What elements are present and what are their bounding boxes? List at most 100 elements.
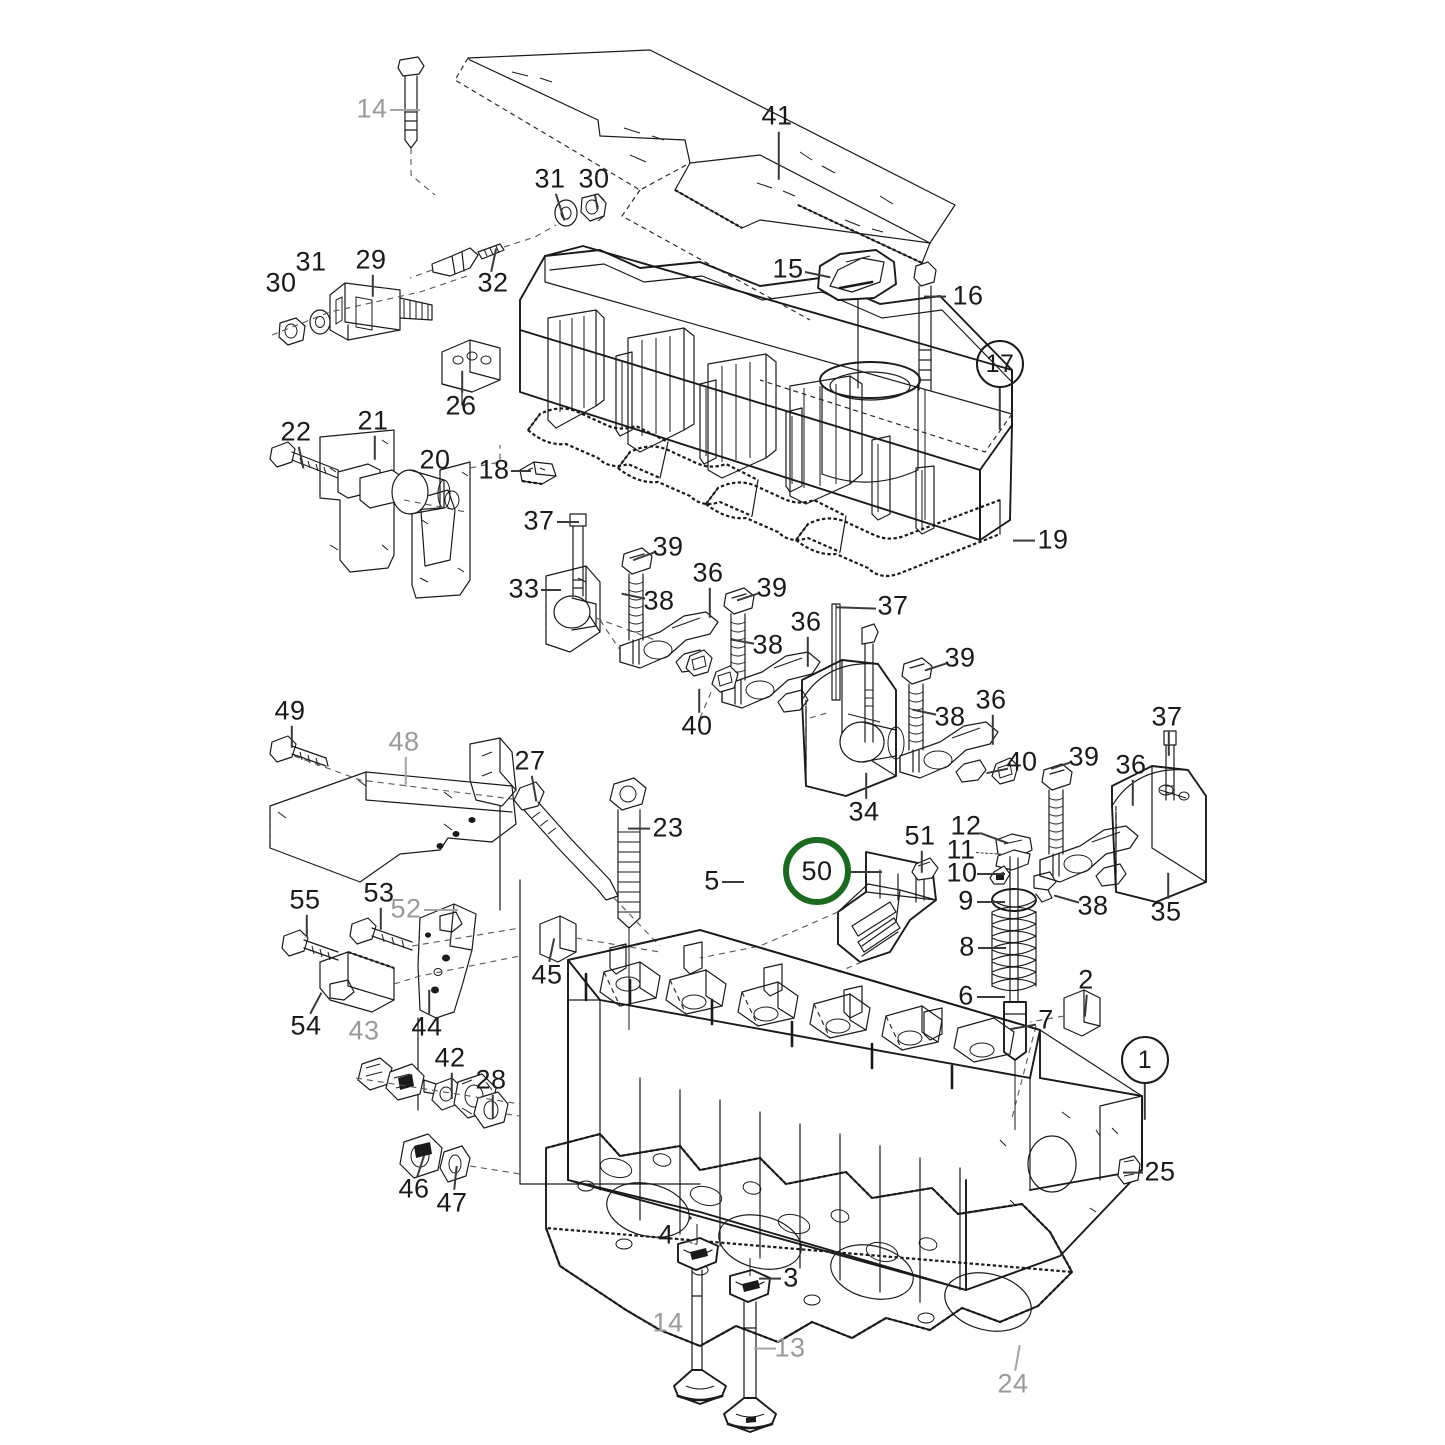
callout-36[interactable]: 36: [975, 684, 1007, 715]
callout-15[interactable]: 15: [772, 253, 804, 284]
callout-36[interactable]: 36: [790, 606, 822, 637]
callout-41[interactable]: 41: [761, 100, 793, 131]
callout-31[interactable]: 31: [534, 163, 566, 194]
callout-4[interactable]: 4: [658, 1219, 674, 1250]
callout-44[interactable]: 44: [411, 1011, 443, 1042]
callout-53[interactable]: 53: [363, 877, 395, 908]
part-16-bolt: [913, 261, 937, 520]
callout-25[interactable]: 25: [1144, 1156, 1176, 1187]
callout-47[interactable]: 47: [436, 1187, 468, 1218]
valve-spring-coils: [991, 906, 1037, 992]
callout-20[interactable]: 20: [419, 444, 451, 475]
part-27-gas-strut: [513, 781, 661, 947]
callout-50-highlighted[interactable]: 50: [783, 837, 851, 905]
part-26-bracket: [441, 339, 501, 406]
callout-38[interactable]: 38: [752, 629, 784, 660]
callout-31[interactable]: 31: [295, 246, 327, 277]
callout-37[interactable]: 37: [1151, 701, 1183, 732]
part-53-55-54-44-brackets: [281, 879, 701, 1185]
part-18-cap: [519, 461, 557, 486]
callout-49[interactable]: 49: [274, 695, 306, 726]
callout-37[interactable]: 37: [523, 505, 555, 536]
callout-2[interactable]: 2: [1078, 964, 1094, 995]
callout-26[interactable]: 26: [445, 390, 477, 421]
callout-45[interactable]: 45: [531, 959, 563, 990]
callout-8[interactable]: 8: [959, 931, 975, 962]
part-25-plug: [1117, 1155, 1141, 1185]
part-34-rocker-shaft-support: [801, 603, 905, 797]
callout-9[interactable]: 9: [958, 885, 974, 916]
callout-28[interactable]: 28: [475, 1064, 507, 1095]
callout-17[interactable]: 17: [976, 340, 1024, 388]
part-49-48-shield: [269, 735, 521, 911]
part-29-connector: [271, 274, 471, 346]
callout-46[interactable]: 46: [398, 1173, 430, 1204]
callout-42[interactable]: 42: [434, 1042, 466, 1073]
part-50-bracket-highlighted: [699, 851, 937, 973]
part-51-pin: [911, 857, 939, 901]
callout-55[interactable]: 55: [289, 884, 321, 915]
part-39-38-36-rocker-set-2: [685, 587, 821, 719]
callout-22[interactable]: 22: [280, 416, 312, 447]
callout-27[interactable]: 27: [514, 745, 546, 776]
callout-36[interactable]: 36: [1115, 749, 1147, 780]
callout-18[interactable]: 18: [478, 454, 510, 485]
callout-38[interactable]: 38: [643, 585, 675, 616]
callout-23[interactable]: 23: [652, 812, 684, 843]
callout-1[interactable]: 1: [1121, 1036, 1169, 1084]
callout-12[interactable]: 12: [950, 810, 982, 841]
part-37-stud-left: [569, 513, 587, 597]
callout-5[interactable]: 5: [704, 865, 720, 896]
callout-36[interactable]: 36: [692, 557, 724, 588]
part-42-28-46-47-sensors: [355, 1057, 521, 1183]
head-top-deck-detail: [584, 941, 1015, 1090]
callout-19[interactable]: 19: [1037, 524, 1069, 555]
callout-14[interactable]: 14: [652, 1307, 684, 1338]
part-21-22-20-bracket-assembly: [269, 429, 501, 599]
part-23-head-bolt: [609, 777, 647, 1030]
callout-16[interactable]: 16: [952, 280, 984, 311]
part-3-13-valve-exhaust: [723, 1258, 777, 1433]
callout-38[interactable]: 38: [934, 701, 966, 732]
callout-21[interactable]: 21: [357, 405, 389, 436]
part-17-valve-cover: [519, 245, 1013, 541]
callout-14[interactable]: 14: [356, 93, 388, 124]
callout-40[interactable]: 40: [681, 710, 713, 741]
callout-32[interactable]: 32: [477, 267, 509, 298]
part-14-bolt-upper: [397, 56, 436, 196]
callout-43[interactable]: 43: [348, 1015, 380, 1046]
callout-7[interactable]: 7: [1038, 1004, 1054, 1035]
callout-13[interactable]: 13: [774, 1332, 806, 1363]
callout-39[interactable]: 39: [1068, 741, 1100, 772]
callout-34[interactable]: 34: [848, 796, 880, 827]
callout-39[interactable]: 39: [756, 572, 788, 603]
callout-37[interactable]: 37: [877, 590, 909, 621]
callout-33[interactable]: 33: [508, 573, 540, 604]
part-19-valve-cover-gasket: [527, 407, 1001, 578]
callout-52[interactable]: 52: [390, 893, 422, 924]
callout-11[interactable]: 11: [946, 834, 976, 865]
callout-35[interactable]: 35: [1150, 896, 1182, 927]
callout-29[interactable]: 29: [355, 244, 387, 275]
part-30-31-upper-fasteners: [554, 193, 607, 227]
callout-40[interactable]: 40: [1006, 746, 1038, 777]
callout-39[interactable]: 39: [652, 531, 684, 562]
callout-3[interactable]: 3: [783, 1262, 799, 1293]
callout-39[interactable]: 39: [944, 642, 976, 673]
callout-54[interactable]: 54: [290, 1010, 322, 1041]
callout-30[interactable]: 30: [265, 267, 297, 298]
part-4-14-valve-intake: [673, 1224, 727, 1405]
callout-24[interactable]: 24: [997, 1368, 1029, 1399]
part-45-plug: [539, 915, 661, 963]
callout-30[interactable]: 30: [578, 163, 610, 194]
callout-6[interactable]: 6: [958, 980, 974, 1011]
callout-48[interactable]: 48: [388, 726, 420, 757]
part-33-rocker-pedestal: [545, 565, 656, 653]
callout-38[interactable]: 38: [1077, 890, 1109, 921]
callout-51[interactable]: 51: [904, 820, 936, 851]
part-1-cylinder-head: [544, 929, 1143, 1348]
callout-10[interactable]: 10: [946, 857, 978, 888]
